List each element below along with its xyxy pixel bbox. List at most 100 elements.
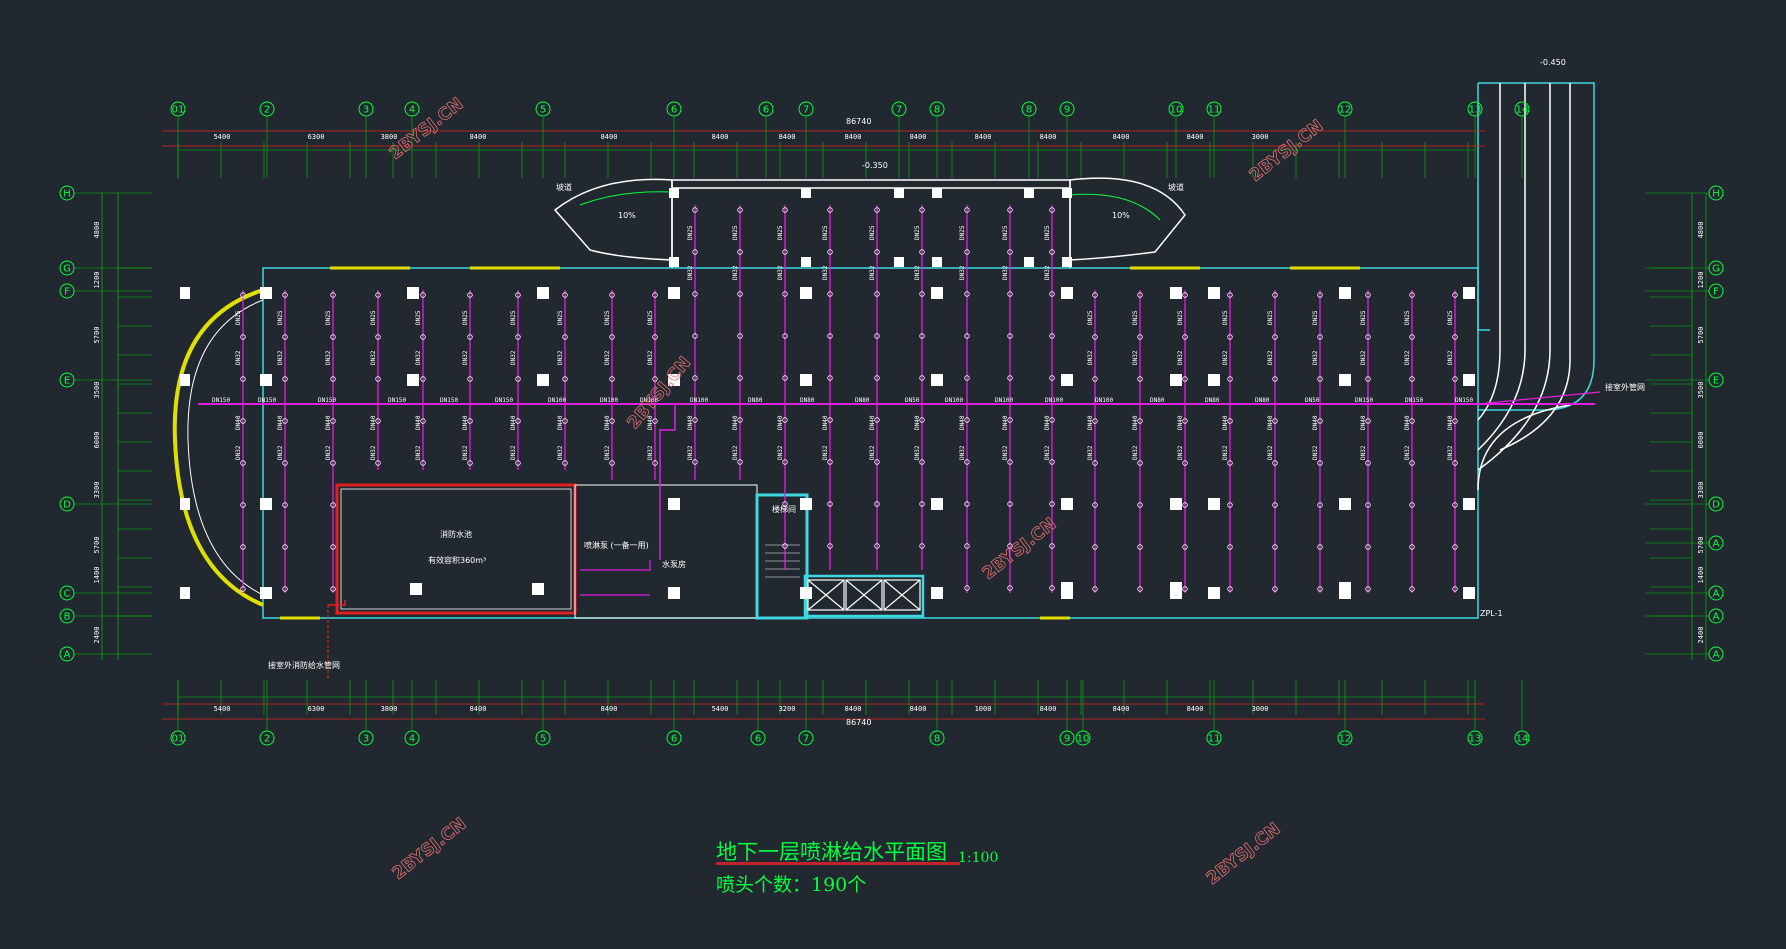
sprinkler-head	[1137, 292, 1143, 298]
branch-pipe-label: DN40	[1267, 415, 1274, 430]
sprinkler-head	[1409, 502, 1415, 508]
dimension-text-right: 6000	[1697, 432, 1705, 449]
dimension-text-top: 8400	[975, 133, 992, 141]
sprinkler-head	[282, 334, 288, 340]
sprinkler-head	[467, 460, 473, 466]
main-pipe-label: DN150	[318, 397, 336, 404]
sprinkler-head	[562, 292, 568, 298]
sprinkler-head	[692, 249, 698, 255]
branch-pipe-label: DN32	[1267, 445, 1274, 460]
axis-bubble-top-label: 10	[1170, 105, 1183, 116]
axis-bubble-left-label: A	[64, 650, 71, 661]
axis-bubble-top-label: 14	[1516, 105, 1529, 116]
branch-pipe-label: DN32	[914, 445, 921, 460]
branch-pipe-label: DN40	[277, 415, 284, 430]
branch-pipe-label: DN32	[1447, 445, 1454, 460]
axis-bubble-bottom-label: 6	[671, 734, 677, 745]
main-pipe-label: DN150	[1455, 397, 1473, 404]
main-pipe-label: DN50	[1305, 397, 1320, 404]
main-pipe-label: DN80	[800, 397, 815, 404]
column	[669, 257, 679, 267]
sprinkler-head	[1272, 544, 1278, 550]
column	[894, 257, 904, 267]
branch-pipe-label: DN40	[462, 415, 469, 430]
branch-pipe-label: DN40	[325, 415, 332, 430]
axis-bubble-top-label: 5	[540, 105, 546, 116]
sprinkler-head	[1365, 544, 1371, 550]
sprinkler-head	[609, 376, 615, 382]
branch-pipe-label: DN32	[235, 445, 242, 460]
sprinkler-head	[919, 543, 925, 549]
column	[1170, 287, 1182, 299]
sprinkler-head	[1272, 460, 1278, 466]
branch-pipe-label: DN40	[1447, 415, 1454, 430]
sprinkler-count: 喷头个数：190个	[716, 874, 867, 896]
dimension-text-bottom: 5400	[712, 705, 729, 713]
sprinkler-head	[919, 249, 925, 255]
dimension-text-right: 5700	[1697, 327, 1705, 344]
branch-pipe-label: DN40	[1404, 415, 1411, 430]
branch-pipe-label: DN32	[777, 265, 784, 280]
branch-pipe-label: DN25	[1267, 310, 1274, 325]
watermarks: 2BYSJ.CN 2BYSJ.CN 2BYSJ.CN 2BYSJ.CN 2BYS…	[385, 94, 1327, 890]
main-pipe-label: DN150	[495, 397, 513, 404]
column	[931, 287, 943, 299]
column	[668, 587, 680, 599]
axis-bubble-left-label: D	[63, 500, 71, 511]
main-pipe-label: DN150	[258, 397, 276, 404]
branch-pipe-label: DN32	[1087, 445, 1094, 460]
sprinkler-head	[1452, 460, 1458, 466]
dimension-text-top: 5400	[214, 133, 231, 141]
branch-pipe-label: DN32	[1222, 350, 1229, 365]
sprinkler-head	[827, 333, 833, 339]
ramp-right-slope: 10%	[1112, 211, 1130, 220]
column	[1463, 287, 1475, 299]
branch-pipe-label: DN32	[370, 350, 377, 365]
column	[260, 587, 272, 599]
column	[1463, 498, 1475, 510]
sprinkler-head	[737, 333, 743, 339]
sprinkler-head	[240, 418, 246, 424]
column	[180, 498, 190, 510]
sprinkler-head	[874, 291, 880, 297]
pool-volume-label: 有效容积360m³	[428, 555, 486, 565]
sprinkler-head	[652, 418, 658, 424]
main-pipe-label: DN100	[690, 397, 708, 404]
column	[1208, 374, 1220, 386]
pipe-tag: ZPL-1	[1480, 609, 1503, 618]
column	[532, 583, 544, 595]
sprinkler-head	[692, 375, 698, 381]
column	[1339, 374, 1351, 386]
branch-pipe-label: DN32	[647, 445, 654, 460]
branch-pipe-label: DN40	[235, 415, 242, 430]
sprinkler-head	[1317, 376, 1323, 382]
axis-bubble-right-label: A	[1713, 589, 1720, 600]
watermark: 2BYSJ.CN	[979, 514, 1061, 584]
branch-pipe-label: DN32	[869, 265, 876, 280]
sprinkler-head	[1317, 460, 1323, 466]
branch-pipe-label: DN40	[647, 415, 654, 430]
dimension-text-right: 1400	[1697, 567, 1705, 584]
column	[1061, 287, 1073, 299]
sprinkler-head	[1409, 376, 1415, 382]
watermark: 2BYSJ.CN	[389, 814, 471, 884]
dimension-text-top: 6300	[308, 133, 325, 141]
axis-bubble-left-label: C	[64, 589, 71, 600]
axis-bubble-bottom-label: 2	[264, 734, 270, 745]
sprinkler-head	[1452, 334, 1458, 340]
dimension-text-left: 1200	[93, 272, 101, 289]
branch-pipe-label: DN32	[869, 445, 876, 460]
ramp-left-slope: 10%	[618, 211, 636, 220]
dimension-text-top: 8400	[470, 133, 487, 141]
main-pipe-label: DN80	[1150, 397, 1165, 404]
axis-bubble-left-label: B	[64, 612, 71, 623]
sprinkler-head	[964, 249, 970, 255]
column	[800, 587, 812, 599]
dimension-text-right: 4800	[1697, 222, 1705, 239]
sprinkler-head	[1452, 586, 1458, 592]
pump-pipe	[580, 560, 651, 571]
branch-pipe-label: DN32	[1222, 445, 1229, 460]
sprinkler-head	[919, 375, 925, 381]
dimension-text-left: 4800	[93, 222, 101, 239]
sprinkler-head	[782, 291, 788, 297]
